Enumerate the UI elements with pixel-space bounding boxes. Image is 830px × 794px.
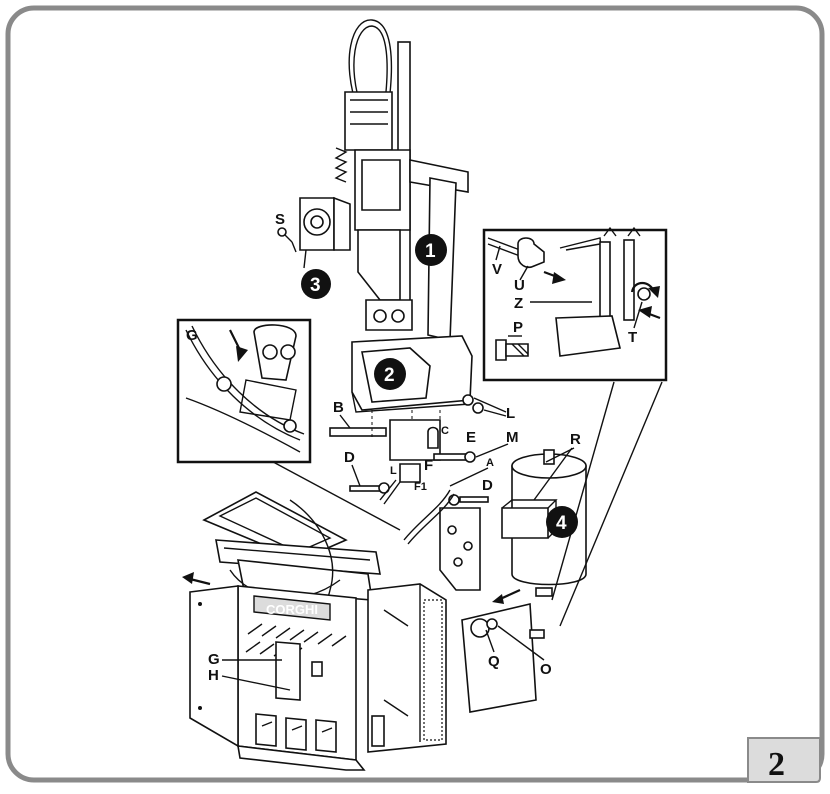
right-side-panel <box>367 583 447 753</box>
part-4-tank: 4 R <box>501 431 587 586</box>
callout-4: 4 <box>556 513 567 534</box>
part-2-housing: 2 <box>351 335 473 413</box>
label-V: V <box>492 261 502 278</box>
page-number-badge: 2 <box>747 737 821 783</box>
label-O: O <box>540 661 552 678</box>
label-G-inset: G <box>186 327 198 344</box>
inset-right: P V U Z T <box>482 226 668 382</box>
label-T: T <box>628 329 637 346</box>
linkage-middle <box>403 489 481 591</box>
label-C: C <box>441 425 449 437</box>
label-L: L <box>506 405 515 422</box>
machine-body: CORGHI G H <box>182 491 381 771</box>
label-D-left: D <box>344 449 355 466</box>
label-M: M <box>506 429 519 446</box>
label-F1: F1 <box>414 481 427 493</box>
part-3-gauge: S 3 <box>275 196 351 299</box>
page-number: 2 <box>768 746 785 783</box>
inset-left: G <box>176 318 312 464</box>
label-F: F <box>424 457 433 474</box>
callout-1: 1 <box>425 241 436 262</box>
inset-leader-lines <box>261 381 663 627</box>
label-H: H <box>208 667 219 684</box>
bracket-assembly: Q O <box>461 587 553 713</box>
label-E: E <box>466 429 476 446</box>
label-B: B <box>333 399 344 416</box>
label-D-right: D <box>482 477 493 494</box>
label-L-small: L <box>390 465 397 477</box>
label-A: A <box>486 457 494 469</box>
fasteners-middle: B C E M L D F L F1 A D <box>329 394 519 506</box>
label-G-main: G <box>208 651 220 668</box>
label-Z: Z <box>514 295 523 312</box>
label-R: R <box>570 431 581 448</box>
callout-3: 3 <box>310 275 321 296</box>
brand-logo-text: CORGHI <box>266 602 318 617</box>
label-P: P <box>513 319 523 336</box>
label-U: U <box>514 277 525 294</box>
label-S: S <box>275 211 285 228</box>
callout-2: 2 <box>384 365 395 386</box>
label-Q: Q <box>488 653 500 670</box>
